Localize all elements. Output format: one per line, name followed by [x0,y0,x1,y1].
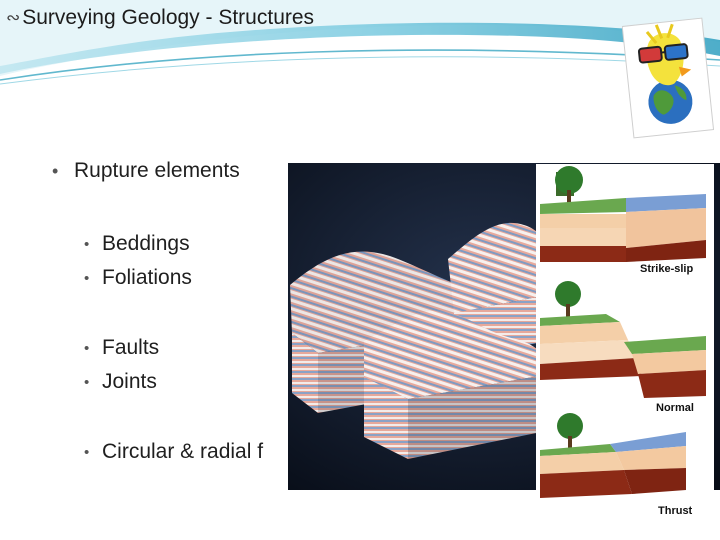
thrust-label: Thrust [658,505,693,517]
bullet-dot-icon: • [84,443,90,461]
slide-title-text: Surveying Geology - Structures [22,6,315,29]
fault-types-diagram: Strike-slip Normal Thrust [536,164,714,524]
header-swoosh-decoration [0,0,720,85]
bullet-wave-icon: ∾ [6,8,21,27]
bullet-dot-icon: • [84,235,90,253]
strike-slip-label: Strike-slip [640,263,693,275]
bullet-dot-icon: • [84,339,90,357]
thrust-fault-block: Thrust [540,413,693,517]
earth-mascot-icon [622,17,714,139]
bullet-dot-icon: • [84,373,90,391]
bullet-rupture-elements: • Rupture elements [52,159,240,182]
bullet-dot-icon: • [52,160,59,181]
bullet-beddings: • Beddings [84,232,190,255]
bullet-faults: • Faults [84,336,160,359]
bullet-circular-radial: • Circular & radial f [84,440,264,463]
bullet-foliations: • Foliations [84,266,192,289]
bullet-dot-icon: • [84,269,90,287]
strike-slip-fault-block: Strike-slip [540,166,706,275]
normal-label: Normal [656,402,694,414]
normal-fault-block: Normal [540,281,706,414]
slide-title: ∾ Surveying Geology - Structures [6,6,314,30]
bullet-joints: • Joints [84,370,157,393]
